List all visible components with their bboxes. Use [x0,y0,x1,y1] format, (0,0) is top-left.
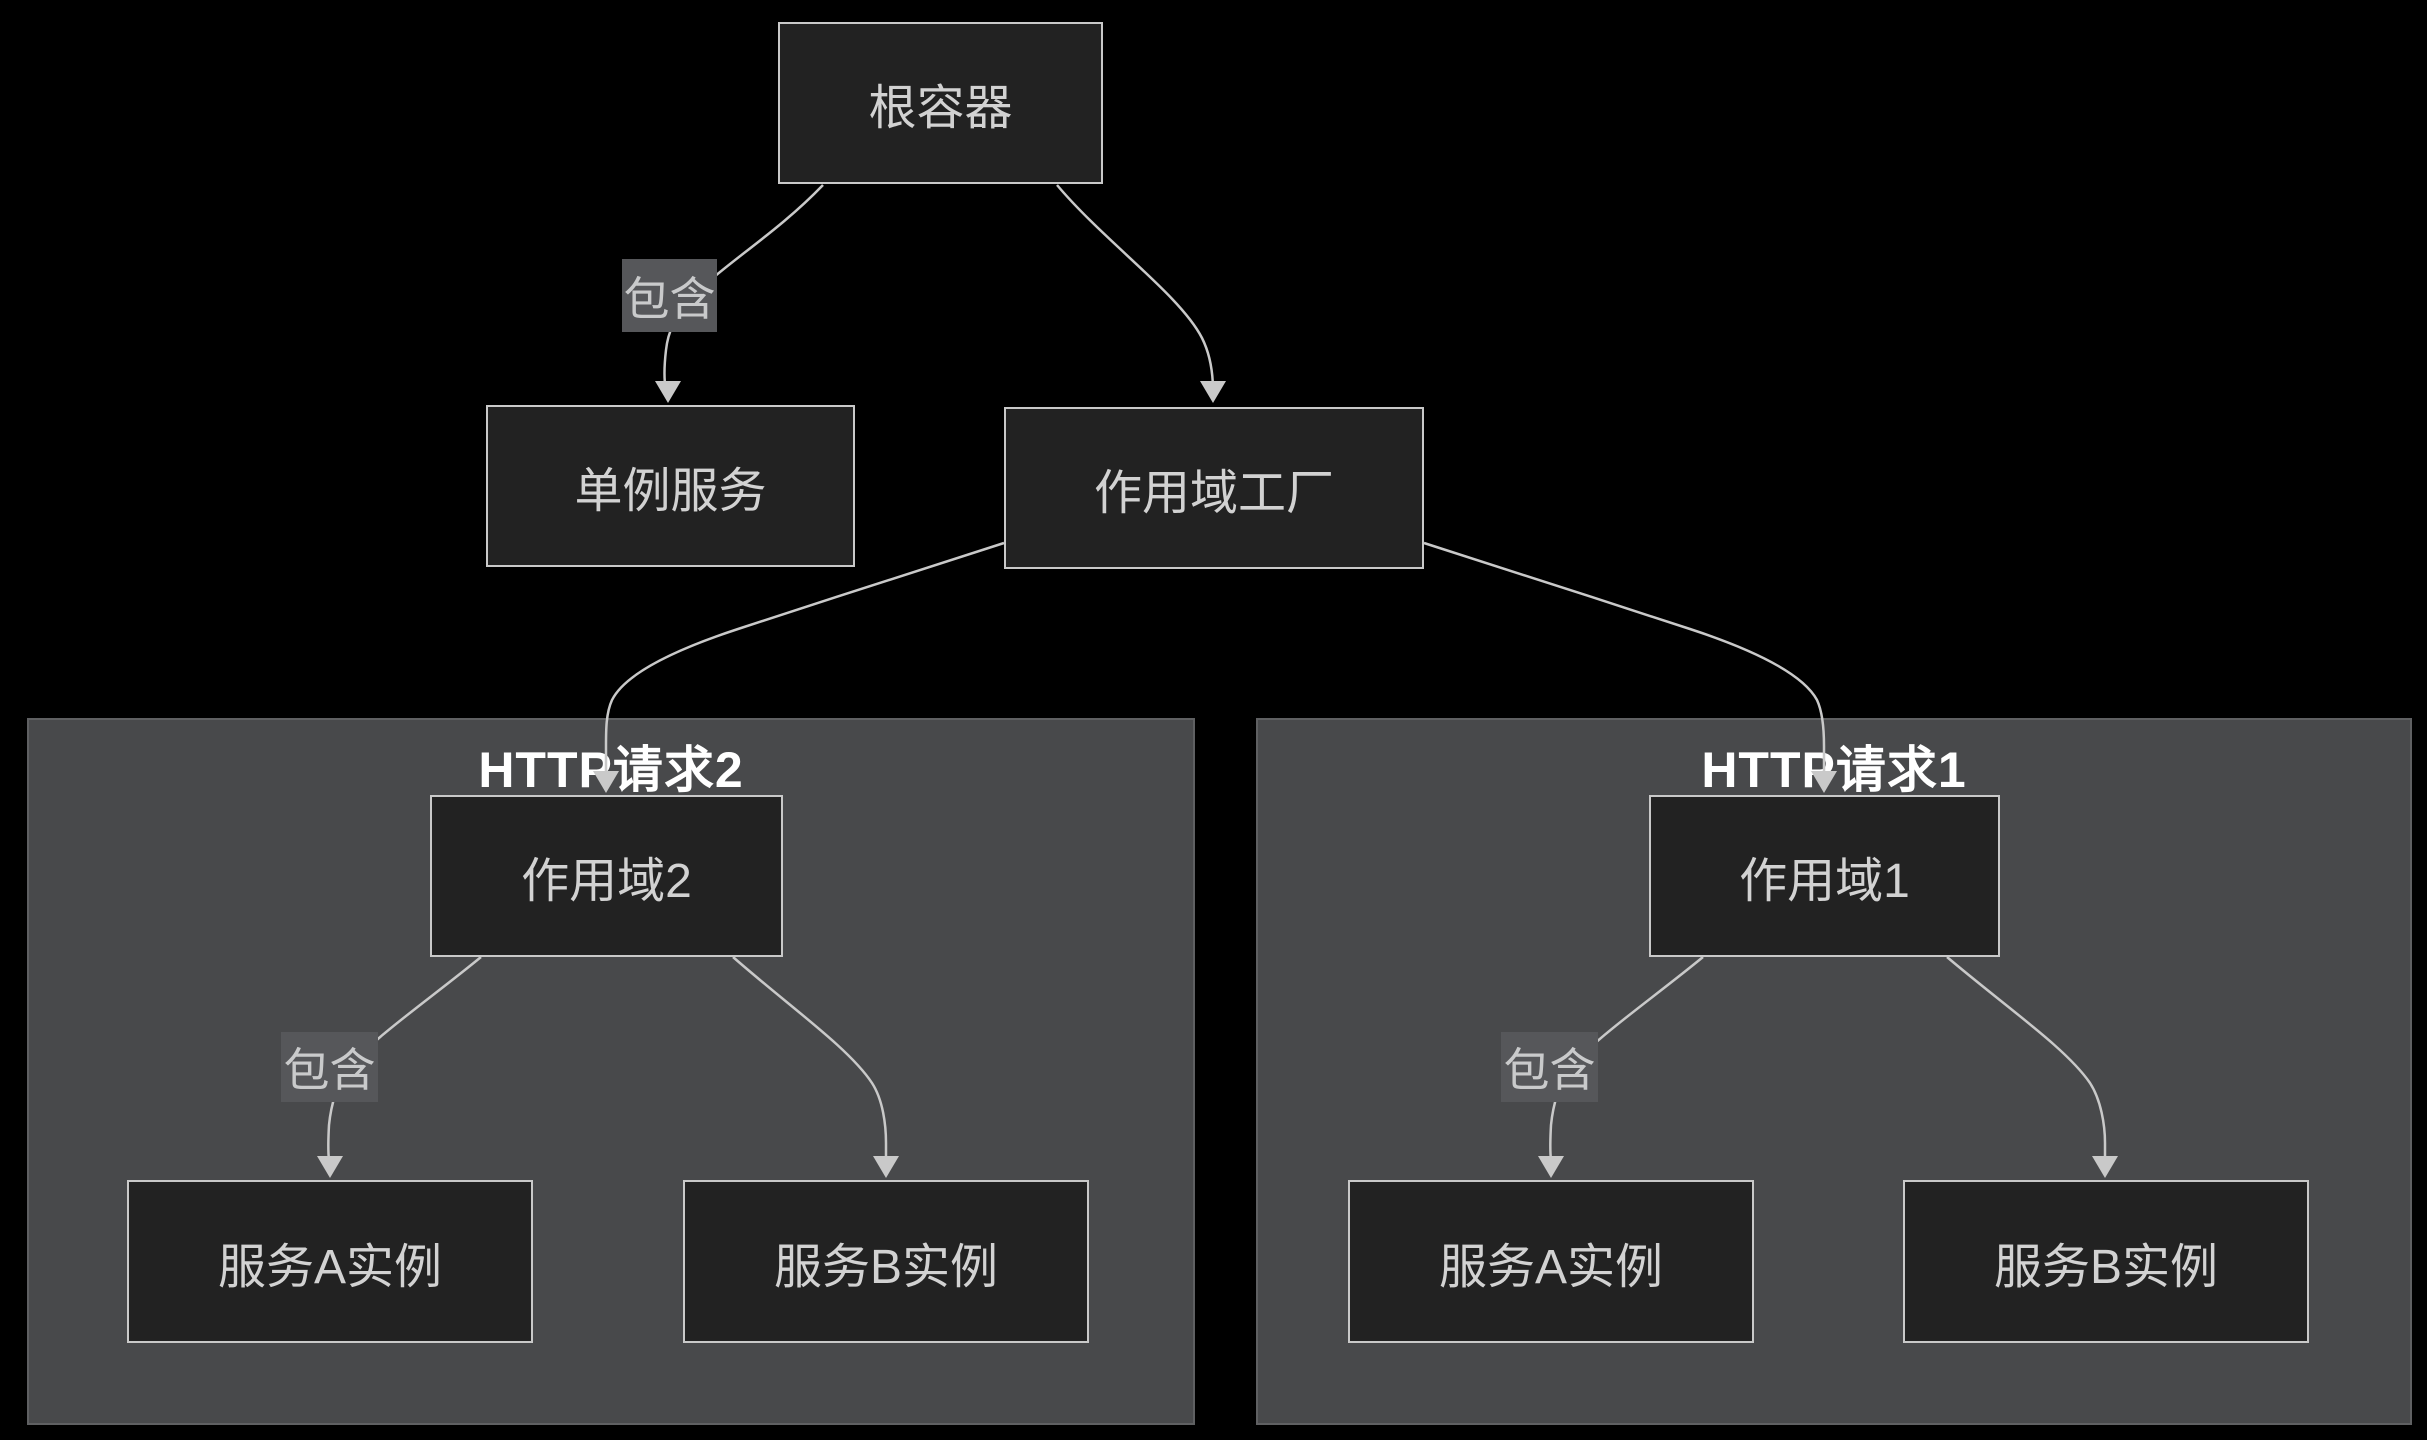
node-service-b-instance-left: 服务B实例 [683,1180,1089,1343]
subgraph-title-http-request-2: HTTP请求2 [478,742,744,798]
arrowhead-factory [1200,381,1226,403]
node-service-b-instance-right: 服务B实例 [1903,1180,2309,1343]
edge-root-to-factory [1056,184,1215,392]
node-singleton-service: 单例服务 [486,405,855,567]
edge-label-contains-left: 包含 [281,1032,378,1102]
node-service-a-instance-right: 服务A实例 [1348,1180,1754,1343]
node-root-container: 根容器 [778,22,1103,184]
edge-label-contains-top: 包含 [622,259,717,332]
node-service-a-instance-left: 服务A实例 [127,1180,533,1343]
arrowhead-singleton [655,381,681,403]
node-scope-2: 作用域2 [430,795,783,957]
node-scope-factory: 作用域工厂 [1004,407,1424,569]
node-scope-1: 作用域1 [1649,795,2000,957]
subgraph-title-http-request-1: HTTP请求1 [1701,742,1967,798]
edge-label-contains-right: 包含 [1501,1032,1598,1102]
